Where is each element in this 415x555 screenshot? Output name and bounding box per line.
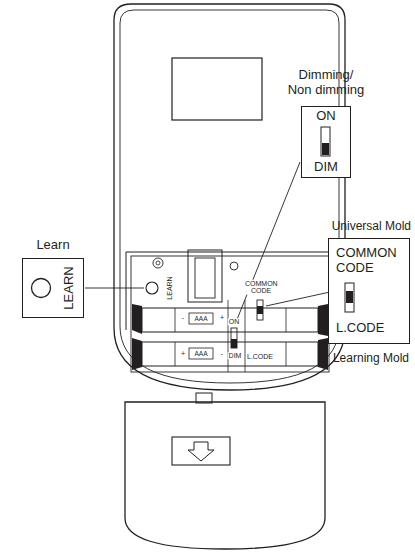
part-marking: L.CODE xyxy=(246,353,274,360)
remote-housing xyxy=(114,4,345,390)
part-marking: COMMON CODE xyxy=(244,280,278,295)
battery-cover xyxy=(172,437,230,465)
slide-switch xyxy=(231,328,237,348)
battery-spring xyxy=(318,304,328,336)
callout-item-wrap: LEARN xyxy=(61,265,78,311)
battery-compartment xyxy=(131,256,329,372)
leader-line xyxy=(236,162,300,322)
battery-compartment xyxy=(126,250,334,372)
callout-box: Universal MoldLearning MoldCOMMON CODEL.… xyxy=(328,238,410,344)
battery-spring xyxy=(132,304,142,334)
battery-compartment xyxy=(126,252,334,330)
battery-compartment xyxy=(228,300,245,372)
slide-switch-symbol xyxy=(344,282,370,314)
button-circle xyxy=(31,279,50,298)
battery xyxy=(189,313,213,324)
battery-spring xyxy=(318,338,328,370)
battery-compartment xyxy=(195,258,215,298)
battery-cover xyxy=(188,442,214,461)
battery xyxy=(175,308,286,366)
switch-position-label: ON xyxy=(316,109,336,124)
callout-item-wrap: COMMON CODE xyxy=(336,246,404,276)
battery-compartment xyxy=(230,262,238,270)
battery-compartment xyxy=(188,250,222,302)
battery xyxy=(189,348,213,359)
battery-spring xyxy=(132,338,142,370)
battery-spring xyxy=(132,304,328,370)
lcd-screen xyxy=(172,58,262,120)
remote-housing xyxy=(120,10,339,383)
remote-housing xyxy=(114,4,345,390)
part-marking: + xyxy=(219,314,225,321)
battery xyxy=(142,308,318,332)
callout-heading: Dimming/ Non dimming xyxy=(288,68,365,98)
callout-body: ON DIM xyxy=(302,107,350,177)
part-marking: DIM xyxy=(228,352,243,359)
battery xyxy=(142,308,318,366)
slide-switch-symbol xyxy=(320,126,332,158)
part-marking: LEARN xyxy=(166,275,173,300)
battery-compartment xyxy=(146,282,158,294)
switch-slider xyxy=(346,291,353,303)
battery-compartment xyxy=(153,258,163,268)
button-label: LEARN xyxy=(62,266,77,309)
switch-frame xyxy=(345,283,354,312)
button-symbol xyxy=(29,276,53,300)
callout-item-wrap: DIM xyxy=(314,160,338,175)
slide-switch xyxy=(257,306,263,314)
callout-item-wrap: ON xyxy=(316,109,336,124)
switch-position-label: COMMON CODE xyxy=(336,246,404,276)
part-marking: AAA xyxy=(193,315,208,322)
callout-box: LearnLEARN xyxy=(22,258,84,318)
callout-heading: Learn xyxy=(36,238,69,253)
battery-cover xyxy=(125,393,325,549)
part-marking: AAA xyxy=(193,350,208,357)
callout-footer: Learning Mold xyxy=(333,352,409,366)
switch-position-label: L.CODE xyxy=(336,321,384,336)
callout-heading: Universal Mold xyxy=(332,220,411,234)
part-marking: - xyxy=(220,350,224,357)
callout-item-wrap: L.CODE xyxy=(336,321,384,336)
callout-body: COMMON CODE L.CODE xyxy=(329,239,409,343)
leader-line xyxy=(85,288,144,289)
part-marking: ON xyxy=(228,318,241,325)
battery-cover xyxy=(125,402,325,549)
switch-frame xyxy=(321,127,330,156)
switch-slider xyxy=(322,143,329,155)
battery xyxy=(142,342,318,366)
leader-line xyxy=(85,162,330,322)
part-marking: + xyxy=(180,350,186,357)
callout-box: Dimming/ Non dimmingONDIM xyxy=(301,106,351,178)
slide-switch xyxy=(231,339,237,348)
part-marking: - xyxy=(181,314,185,321)
battery-compartment xyxy=(156,261,160,265)
callout-body: LEARN xyxy=(23,259,83,317)
slide-switch xyxy=(257,300,263,320)
switch-position-label: DIM xyxy=(314,160,338,175)
